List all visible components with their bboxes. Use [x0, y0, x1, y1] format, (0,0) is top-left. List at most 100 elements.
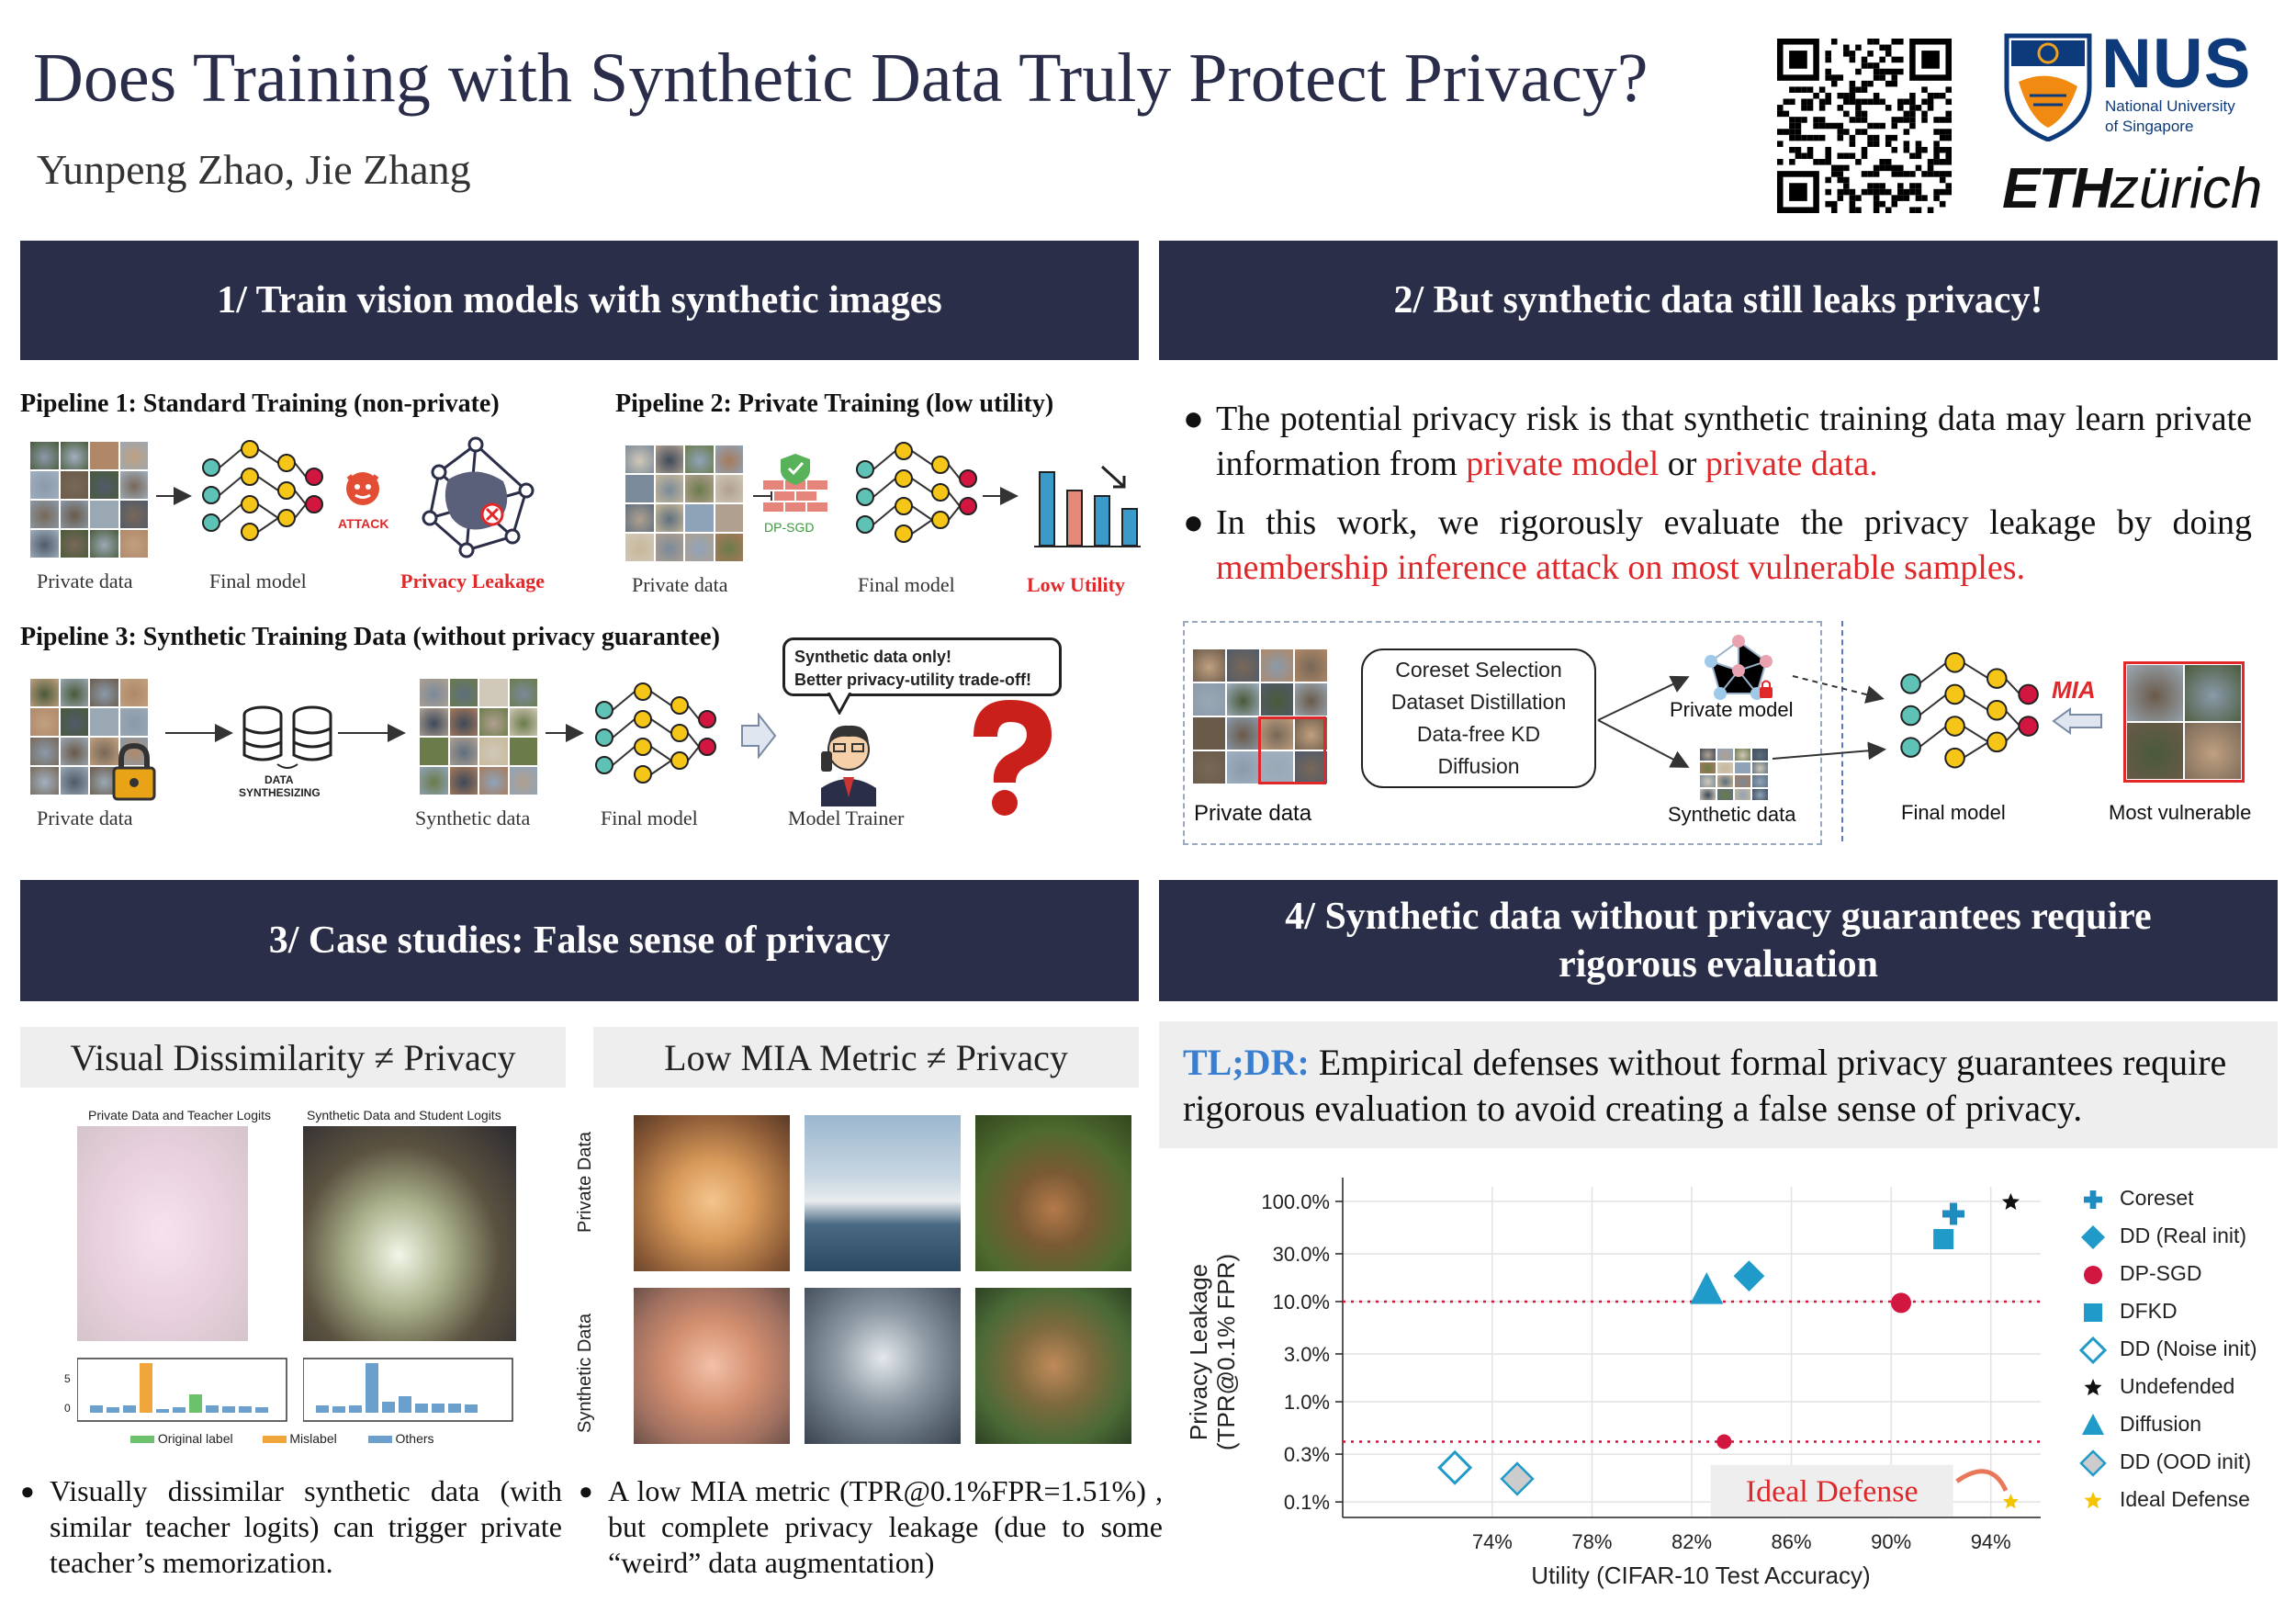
data-point [1437, 1449, 1473, 1485]
image-tile [655, 534, 683, 561]
synthetic-horse-image [975, 1288, 1131, 1444]
eth-wordmark-b: zürich [2110, 157, 2263, 220]
student-logits-chart [303, 1358, 513, 1422]
leaking-model-icon [411, 435, 540, 569]
image-tile [90, 679, 118, 706]
legend-item: DFKD [2077, 1292, 2257, 1330]
section3-header: 3/ Case studies: False sense of privacy [20, 880, 1139, 1001]
private-model-icon [1697, 634, 1780, 712]
mia-arrow-icon [2052, 707, 2103, 739]
data-point [2084, 1303, 2102, 1322]
data-point [1933, 1229, 1954, 1250]
legend-marker-icon [2084, 1265, 2102, 1284]
image-tile [90, 471, 118, 499]
data-point [2079, 1449, 2107, 1477]
private-horse-image [975, 1115, 1131, 1271]
y-tick-label: 3.0% [1284, 1343, 1330, 1366]
image-tile [1227, 649, 1259, 682]
s3-bullet-left-text: Visually dissimilar synthetic data (with… [50, 1474, 562, 1579]
image-tile [30, 471, 59, 499]
image-tile [715, 445, 743, 473]
image-tile [1227, 683, 1259, 716]
database-icon [237, 702, 338, 780]
image-tile [1193, 683, 1225, 716]
image-tile [30, 679, 59, 706]
image-tile [1717, 788, 1733, 800]
section3-bullet-left: ● Visually dissimilar synthetic data (wi… [20, 1474, 562, 1579]
section4-title-line1: 4/ Synthetic data without privacy guaran… [1285, 895, 2152, 938]
image-tile [119, 471, 148, 499]
x-tick-label: 78% [1571, 1530, 1612, 1553]
p3-private-caption: Private data [37, 806, 133, 829]
legend-marker-icon [2078, 1336, 2108, 1365]
img1-caption: Private Data and Teacher Logits [88, 1108, 271, 1122]
series-ideal-defense [2002, 1494, 2019, 1509]
y-tick-label: 1.0% [1284, 1391, 1330, 1414]
series-coreset [1942, 1202, 1964, 1225]
legend-item: DD (Real init) [2077, 1217, 2257, 1255]
image-tile [509, 767, 537, 795]
image-tile [1227, 751, 1259, 784]
image-tile [1735, 788, 1750, 800]
image-tile [1193, 649, 1225, 682]
synth-label-2: SYNTHESIZING [239, 786, 321, 799]
image-tile [30, 501, 59, 528]
pipeline1-title: Pipeline 1: Standard Training (non-priva… [20, 389, 500, 418]
series-dd-real-init- [1733, 1260, 1765, 1292]
qr-code[interactable] [1777, 39, 1952, 213]
pipeline3-title: Pipeline 3: Synthetic Training Data (wit… [20, 623, 720, 651]
attack-label: ATTACK [338, 516, 389, 531]
nus-sub-1: National University [2105, 97, 2235, 115]
data-point [2084, 1378, 2102, 1396]
s2b1-red-2: private data. [1705, 445, 1878, 483]
section3-bullet-right: ● A low MIA metric (TPR@0.1%FPR=1.51%) ,… [579, 1474, 1163, 1579]
speech-bubble: Synthetic data only! Better privacy-util… [782, 637, 1062, 696]
legend-marker-icon [2084, 1303, 2102, 1322]
legend-label: Undefended [2120, 1374, 2235, 1398]
legend-label: DD (Noise init) [2120, 1336, 2257, 1360]
s2b2-red: membership inference attack on most vuln… [1216, 548, 2026, 587]
mia-label: MIA [2052, 676, 2096, 704]
section4-title-line2: rigorous evaluation [1558, 943, 1879, 986]
ideal-defense-annotation: Ideal Defense [1746, 1475, 1919, 1509]
image-tile [655, 445, 683, 473]
img2-caption: Synthetic Data and Student Logits [307, 1108, 501, 1122]
method-dfkd: Data-free KD [1416, 722, 1541, 746]
legend-label: Coreset [2120, 1186, 2194, 1210]
image-tile [1700, 775, 1716, 787]
image-tile [60, 738, 88, 765]
image-tile [119, 708, 148, 736]
image-tile [119, 679, 148, 706]
legend-item: Coreset [2077, 1179, 2257, 1217]
image-tile [685, 445, 714, 473]
private-teacher-image [77, 1126, 248, 1341]
image-tile [1735, 775, 1750, 787]
image-tile [449, 738, 478, 765]
synth-label-1: DATA [264, 773, 294, 786]
series-dd-noise-init- [1437, 1449, 1473, 1485]
image-tile [685, 475, 714, 502]
s2-private-caption: Private data [1194, 801, 1312, 826]
section2-title: 2/ But synthetic data still leaks privac… [1393, 278, 2043, 321]
y-tick-label: 0.1% [1284, 1491, 1330, 1514]
image-tile [479, 708, 508, 736]
image-tile [1261, 717, 1293, 750]
section3-title: 3/ Case studies: False sense of privacy [268, 919, 891, 962]
pipeline2-title: Pipeline 2: Private Training (low utilit… [615, 389, 1054, 418]
image-tile [715, 534, 743, 561]
p2-low-caption: Low Utility [1027, 573, 1125, 596]
data-point [1690, 1272, 1724, 1304]
image-tile [60, 471, 88, 499]
method-coreset: Coreset Selection [1395, 658, 1562, 682]
tldr-text: TL;DR: Empirical defenses without formal… [1183, 1040, 2257, 1132]
eth-wordmark-a: ETH [2002, 157, 2112, 220]
section3-left-subtitle: Visual Dissimilarity ≠ Privacy [20, 1027, 566, 1088]
s2b1-or: or [1659, 445, 1705, 483]
image-tile [1735, 749, 1750, 761]
legend-marker-icon [2082, 1413, 2104, 1435]
image-tile [1752, 749, 1768, 761]
low-utility-chart-icon [1032, 459, 1142, 556]
legend-label: DFKD [2120, 1299, 2178, 1323]
image-tile [2185, 665, 2241, 721]
image-tile [625, 504, 654, 532]
